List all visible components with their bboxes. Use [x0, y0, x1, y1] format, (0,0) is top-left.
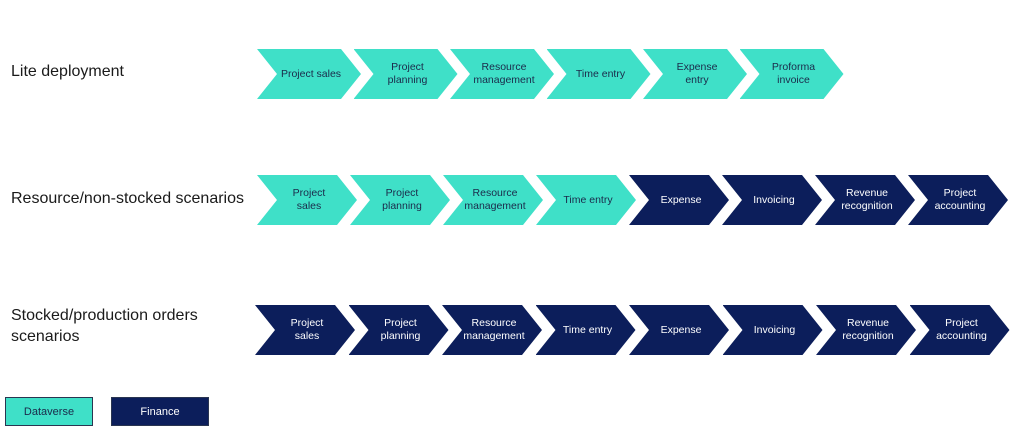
chevron-step-stocked: Project sales	[255, 305, 355, 355]
chevron-step-label: Time entry	[562, 323, 613, 336]
chevron-step-stocked: Expense	[629, 305, 729, 355]
chevron-step-lite: Project planning	[354, 49, 458, 99]
chevron-step-label: Proforma invoice	[771, 61, 816, 86]
chevron-step-lite: Proforma invoice	[740, 49, 844, 99]
chevron-step-label: Resource management	[463, 317, 525, 342]
chevron-step-label: Time entry	[575, 67, 626, 80]
chevron-step-stocked: Time entry	[536, 305, 636, 355]
legend-dataverse-label: Dataverse	[23, 405, 75, 418]
chevron-step-label: Resource management	[464, 187, 526, 212]
chevron-step-label: Invoicing	[753, 193, 795, 206]
chevron-step-label: Expense	[660, 193, 702, 206]
chevron-step-label: Time entry	[563, 193, 613, 206]
chevron-step-resource: Project sales	[257, 175, 357, 225]
chevron-step-stocked: Revenue recognition	[816, 305, 916, 355]
chevron-step-lite: Resource management	[450, 49, 554, 99]
legend-dataverse: Dataverse	[5, 397, 93, 426]
chevron-step-stocked: Project planning	[349, 305, 449, 355]
chevron-step-resource: Project planning	[350, 175, 450, 225]
row-label-stocked: Stocked/production orders scenarios	[11, 307, 198, 345]
chevron-step-label: Project accounting	[934, 187, 986, 212]
chevron-step-label: Project planning	[380, 317, 421, 342]
chevron-step-resource: Time entry	[536, 175, 636, 225]
legend-finance-label: Finance	[140, 405, 180, 418]
chevron-step-lite: Expense entry	[643, 49, 747, 99]
chevron-step-stocked: Resource management	[442, 305, 542, 355]
chevron-step-label: Resource management	[473, 61, 535, 86]
chevron-step-label: Project sales	[290, 317, 324, 342]
legend-finance: Finance	[111, 397, 209, 426]
chevron-step-label: Project sales	[280, 67, 342, 80]
chevron-step-label: Revenue recognition	[841, 187, 893, 212]
chevron-step-label: Project sales	[292, 187, 326, 212]
chevron-step-stocked: Project accounting	[910, 305, 1010, 355]
chevron-step-lite: Time entry	[547, 49, 651, 99]
chevron-step-label: Project planning	[382, 187, 422, 212]
chevron-step-resource: Invoicing	[722, 175, 822, 225]
chevron-step-resource: Resource management	[443, 175, 543, 225]
chevron-step-label: Expense	[660, 323, 702, 336]
chevron-step-label: Revenue recognition	[842, 317, 894, 342]
chevron-step-resource: Revenue recognition	[815, 175, 915, 225]
chevron-step-resource: Project accounting	[908, 175, 1008, 225]
row-label-resource: Resource/non-stocked scenarios	[11, 190, 245, 207]
chevron-step-lite: Project sales	[257, 49, 361, 99]
chevron-step-stocked: Invoicing	[723, 305, 823, 355]
chevron-step-label: Project accounting	[936, 317, 987, 342]
chevron-step-resource: Expense	[629, 175, 729, 225]
chevron-step-label: Expense entry	[676, 61, 718, 86]
row-label-lite: Lite deployment	[11, 63, 124, 80]
chevron-step-label: Project planning	[387, 61, 428, 86]
chevron-step-label: Invoicing	[753, 323, 796, 336]
